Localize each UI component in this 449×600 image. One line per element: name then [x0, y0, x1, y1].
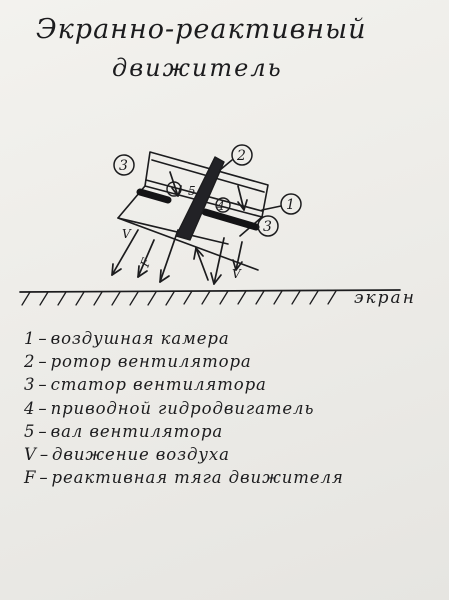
legend-text: статор вентилятора [50, 375, 267, 395]
legend-dash: – [38, 329, 48, 348]
flow-arrows [111, 171, 248, 285]
legend-key: F [24, 468, 37, 488]
mark-5: 5 [188, 184, 196, 198]
legend-key: 1 [24, 329, 36, 348]
legend-key: 5 [24, 421, 36, 441]
legend-text: реактивная тяга движителя [51, 468, 344, 488]
legend-key: 3 [24, 375, 36, 395]
callout-4-circle [257, 215, 279, 237]
fan-rotor [175, 156, 225, 241]
legend-dash: – [39, 444, 49, 464]
legend-text: воздушная камера [50, 329, 230, 348]
callout-circles [113, 144, 302, 237]
legend-item: F–реактивная тяга движителя [24, 466, 439, 489]
legend: 1–воздушная камера 2–ротор вентилятора 3… [24, 327, 439, 489]
legend-dash: – [38, 421, 48, 441]
legend-text: вал вентилятора [50, 421, 224, 441]
callout-2-circle [231, 144, 253, 166]
legend-dash: – [38, 375, 48, 395]
screen-label: экран [354, 288, 416, 308]
legend-dash: – [38, 398, 48, 418]
legend-text: движение воздуха [51, 444, 230, 464]
screen-surface [19, 289, 401, 306]
callout-label: 3 [119, 158, 128, 174]
legend-dash: – [39, 468, 49, 488]
legend-dash: – [38, 352, 48, 372]
callout-3-circle [280, 193, 302, 215]
legend-text: приводной гидродвигатель [50, 398, 315, 418]
page-subtitle: движитель [112, 54, 283, 82]
legend-key: 4 [24, 398, 36, 418]
fan-stator [136, 188, 260, 231]
legend-item: 3–статор вентилятора [24, 373, 439, 396]
callout-numbers: 3 2 1 3 [119, 148, 295, 235]
mark-v: V [232, 267, 242, 281]
legend-item: V–движение воздуха [24, 443, 439, 466]
mark-v: V [122, 227, 132, 241]
callout-label: 2 [236, 148, 246, 164]
legend-item: 5–вал вентилятора [24, 420, 439, 443]
legend-item: 4–приводной гидродвигатель [24, 397, 439, 420]
callout-label: 1 [286, 197, 295, 213]
callout-1-circle [113, 154, 135, 176]
legend-text: ротор вентилятора [50, 352, 252, 372]
mark-4: 4 [216, 199, 225, 213]
legend-key: V [24, 444, 37, 464]
callout-label: 3 [263, 219, 272, 235]
legend-key: 2 [24, 352, 36, 372]
page-title: Экранно-реактивный [36, 14, 367, 45]
legend-item: 1–воздушная камера [24, 327, 439, 350]
legend-item: 2–ротор вентилятора [24, 350, 439, 373]
